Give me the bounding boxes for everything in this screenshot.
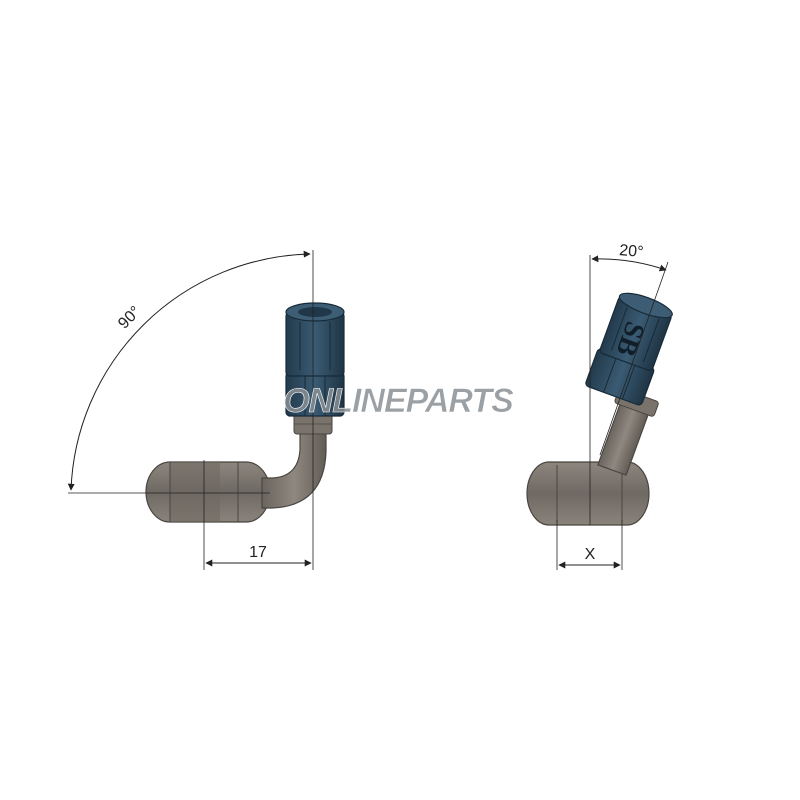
left-angle-dimension: 90° — [67, 250, 311, 491]
right-angle-dimension: 20° — [591, 242, 667, 272]
left-bent-tube — [261, 431, 327, 509]
watermark: ONLINEPARTS — [283, 382, 514, 420]
right-fitting-20: SB — [526, 255, 673, 570]
right-banjo-eye — [526, 461, 650, 526]
right-angle-label: 20° — [619, 242, 645, 261]
left-dimension: 17 — [205, 544, 312, 567]
right-dimension-label: X — [585, 546, 596, 563]
left-dimension-label: 17 — [249, 544, 267, 561]
right-dimension: X — [558, 546, 621, 569]
